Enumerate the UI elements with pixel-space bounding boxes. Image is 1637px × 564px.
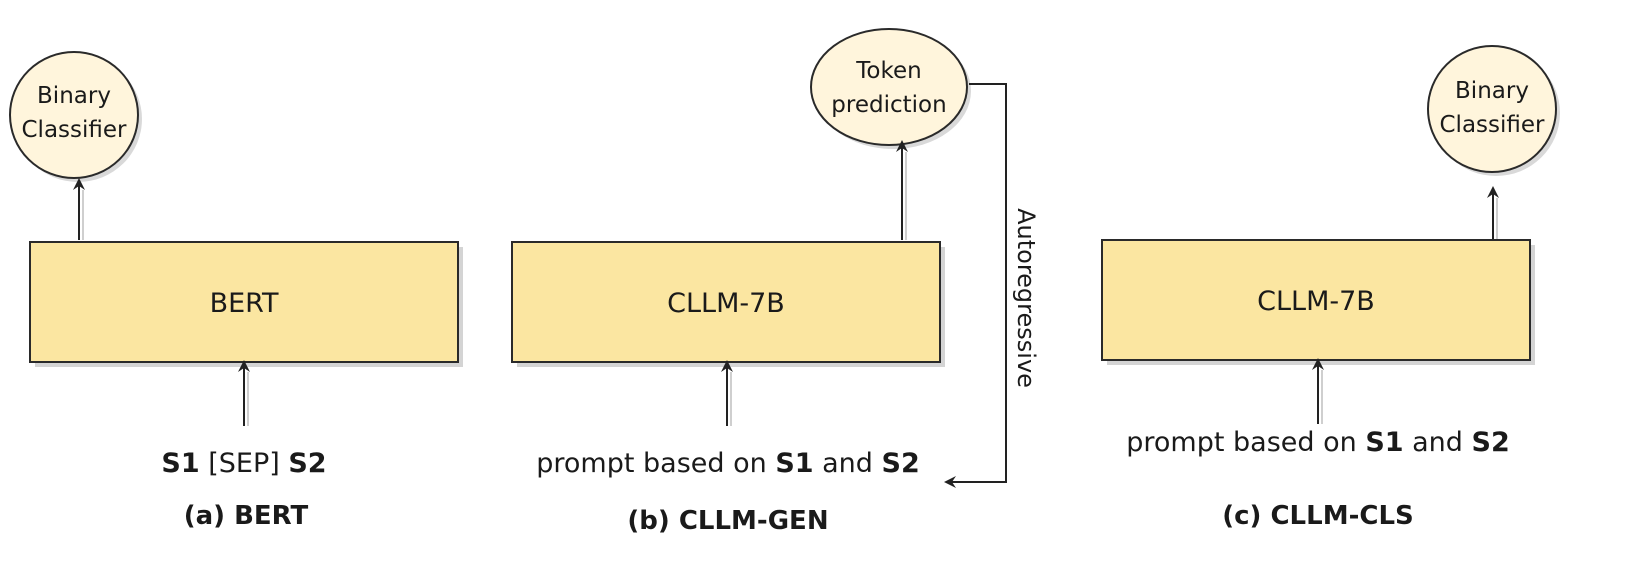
input-label-a: S1 [SEP] S2: [161, 448, 326, 479]
model-box-c: CLLM-7B: [1101, 239, 1535, 365]
svg-text:prediction: prediction: [831, 92, 946, 118]
token-prediction-node: Token prediction: [810, 28, 971, 149]
head-label-line-2: Classifier: [22, 117, 128, 143]
head-label-line-2: Classifier: [1440, 112, 1546, 138]
svg-text:Classifier: Classifier: [1440, 112, 1546, 138]
svg-text:Classifier: Classifier: [22, 117, 128, 143]
binary-classifier-node-a: Binary Classifier: [9, 51, 142, 182]
binary-classifier-node-c: Binary Classifier: [1427, 45, 1560, 176]
model-label-c: CLLM-7B: [1257, 286, 1375, 317]
head-label-line-1: Binary: [1455, 78, 1529, 104]
model-label-a: BERT: [210, 288, 279, 319]
panel-b: Token prediction CLLM-7B prompt based on…: [511, 28, 1040, 536]
svg-text:Token: Token: [855, 58, 921, 84]
head-label-line-1: Binary: [37, 83, 111, 109]
panel-a: Binary Classifier BERT S1 [SEP] S2 (a) B…: [9, 51, 463, 531]
caption-c: (c) CLLM-CLS: [1222, 501, 1413, 531]
head-label-line-2: prediction: [831, 92, 946, 118]
caption-b: (b) CLLM-GEN: [627, 506, 828, 536]
input-label-b: prompt based on S1 and S2: [536, 448, 920, 479]
head-label-line-1: Token: [855, 58, 921, 84]
model-box-b: CLLM-7B: [511, 241, 945, 367]
model-box-a: BERT: [29, 241, 463, 367]
svg-text:Binary: Binary: [1455, 78, 1529, 104]
caption-a: (a) BERT: [184, 501, 309, 531]
panel-c: Binary Classifier CLLM-7B prompt based o…: [1101, 45, 1560, 531]
model-label-b: CLLM-7B: [667, 288, 785, 319]
autoregressive-loop-arrow: [944, 83, 1007, 488]
autoregressive-label: Autoregressive: [1012, 208, 1040, 388]
input-label-c: prompt based on S1 and S2: [1126, 427, 1510, 458]
svg-text:Binary: Binary: [37, 83, 111, 109]
